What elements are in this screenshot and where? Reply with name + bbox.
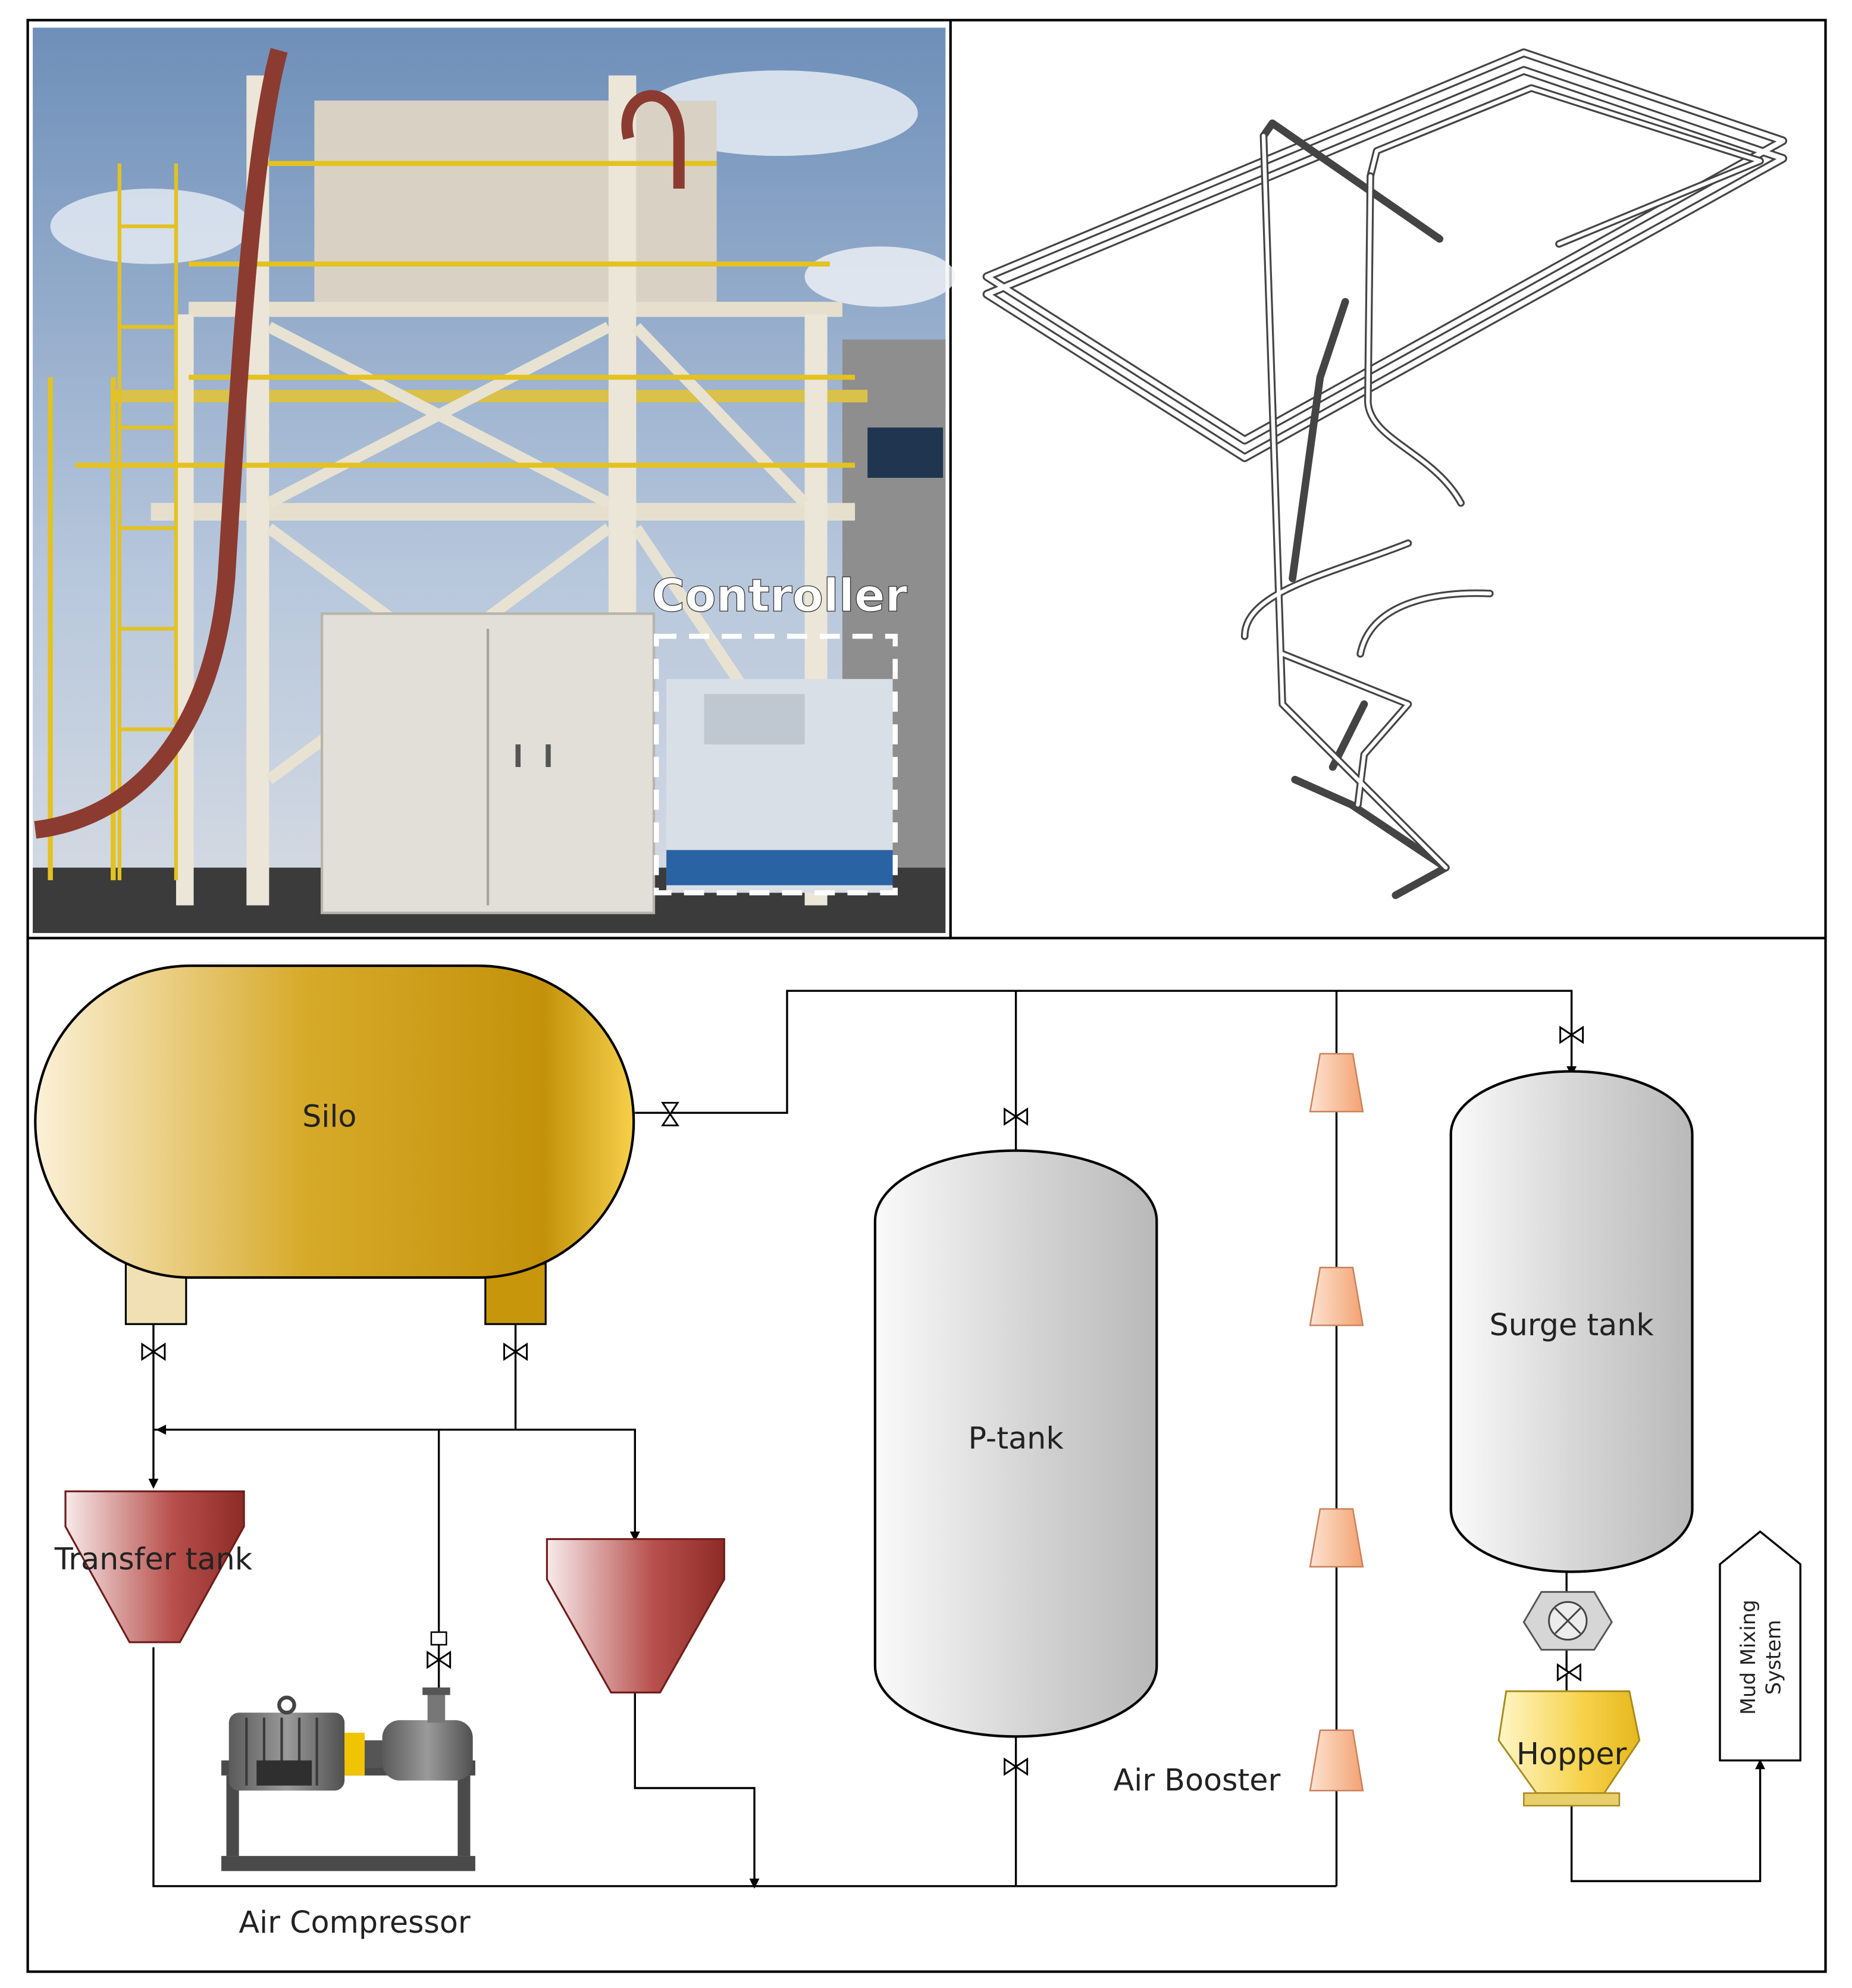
air-boosters [1309,1053,1364,1792]
surge-tank-label: Surge tank [1490,1307,1654,1342]
silo: Silo [34,964,635,1325]
transfer-tank-label: Transfer tank [54,1541,253,1576]
valve-hopper-top [1556,1664,1581,1681]
air-booster-4 [1309,1729,1364,1792]
p-tank-label: P-tank [968,1420,1064,1455]
surge-tank: Surge tank [1449,1070,1694,1573]
mud-mixing-label-line2: System [1762,1620,1785,1695]
hopper-label: Hopper [1516,1736,1627,1771]
piping-3d-model [982,48,1788,899]
air-booster-label: Air Booster [1113,1762,1280,1798]
air-booster-3 [1309,1508,1364,1568]
rotary-valve [1522,1591,1613,1651]
air-compressor: Air Compressor [221,1687,475,1940]
mud-mixing-label-line1: Mud Mixing [1737,1599,1760,1715]
valves [141,1026,1584,1776]
controller-callout-box [653,634,898,896]
silo-label: Silo [302,1098,356,1134]
transfer-tank-right [546,1538,725,1693]
silo-vessel [34,964,635,1279]
panel-frames [26,18,1827,1973]
facility-photo: Controller [33,27,956,934]
mud-mixing-system: Mud Mixing System [1719,1530,1801,1762]
controller-label: Controller [652,569,908,622]
transfer-tank-left: Transfer tank [54,1490,253,1643]
air-booster-2 [1309,1266,1364,1326]
air-booster-1 [1309,1053,1364,1113]
air-compressor-label: Air Compressor [239,1905,471,1940]
p-tank: P-tank [873,1149,1158,1738]
valve-silo-outlet [662,1101,679,1126]
process-flow-diagram: Silo Transfer tank [34,964,1801,1940]
hopper: Hopper [1497,1690,1641,1807]
